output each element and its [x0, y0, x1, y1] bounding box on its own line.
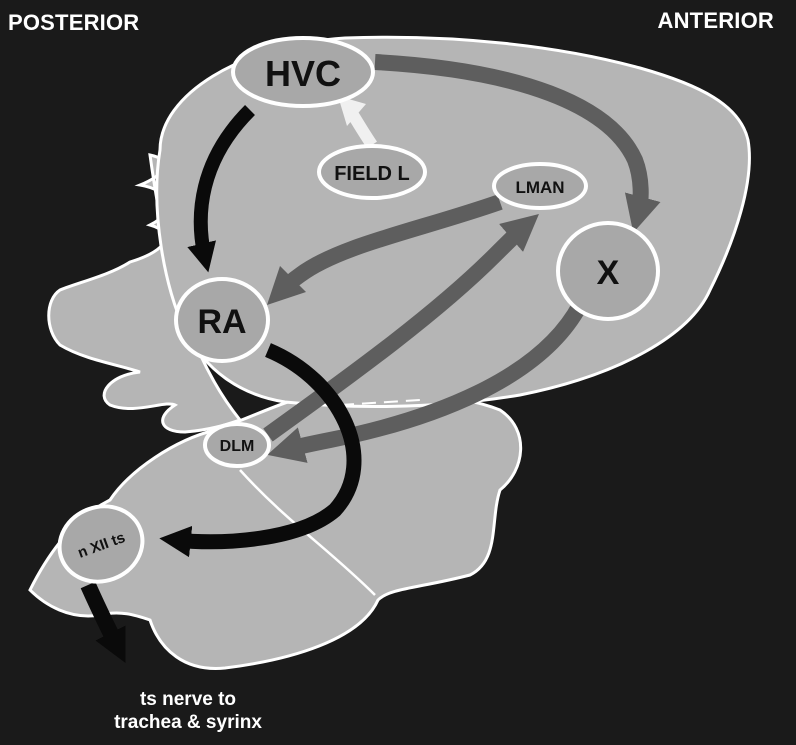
nucleus-ra: RA [176, 279, 268, 361]
caption-line-2: trachea & syrinx [108, 711, 268, 734]
nucleus-hvc: HVC [233, 38, 373, 106]
nucleus-x: X [558, 223, 658, 319]
caption-line-1: ts nerve to [108, 688, 268, 711]
ra-label: RA [197, 303, 246, 341]
field-l-label: FIELD L [334, 163, 410, 185]
nucleus-lman: LMAN [494, 164, 586, 208]
dlm-label: DLM [220, 438, 255, 455]
nucleus-field-l: FIELD L [319, 146, 425, 198]
nucleus-dlm: DLM [205, 424, 269, 466]
nerve-caption: ts nerve to trachea & syrinx [108, 688, 268, 734]
lman-label: LMAN [515, 178, 564, 197]
hvc-label: HVC [265, 53, 341, 94]
x-label: X [597, 254, 620, 292]
